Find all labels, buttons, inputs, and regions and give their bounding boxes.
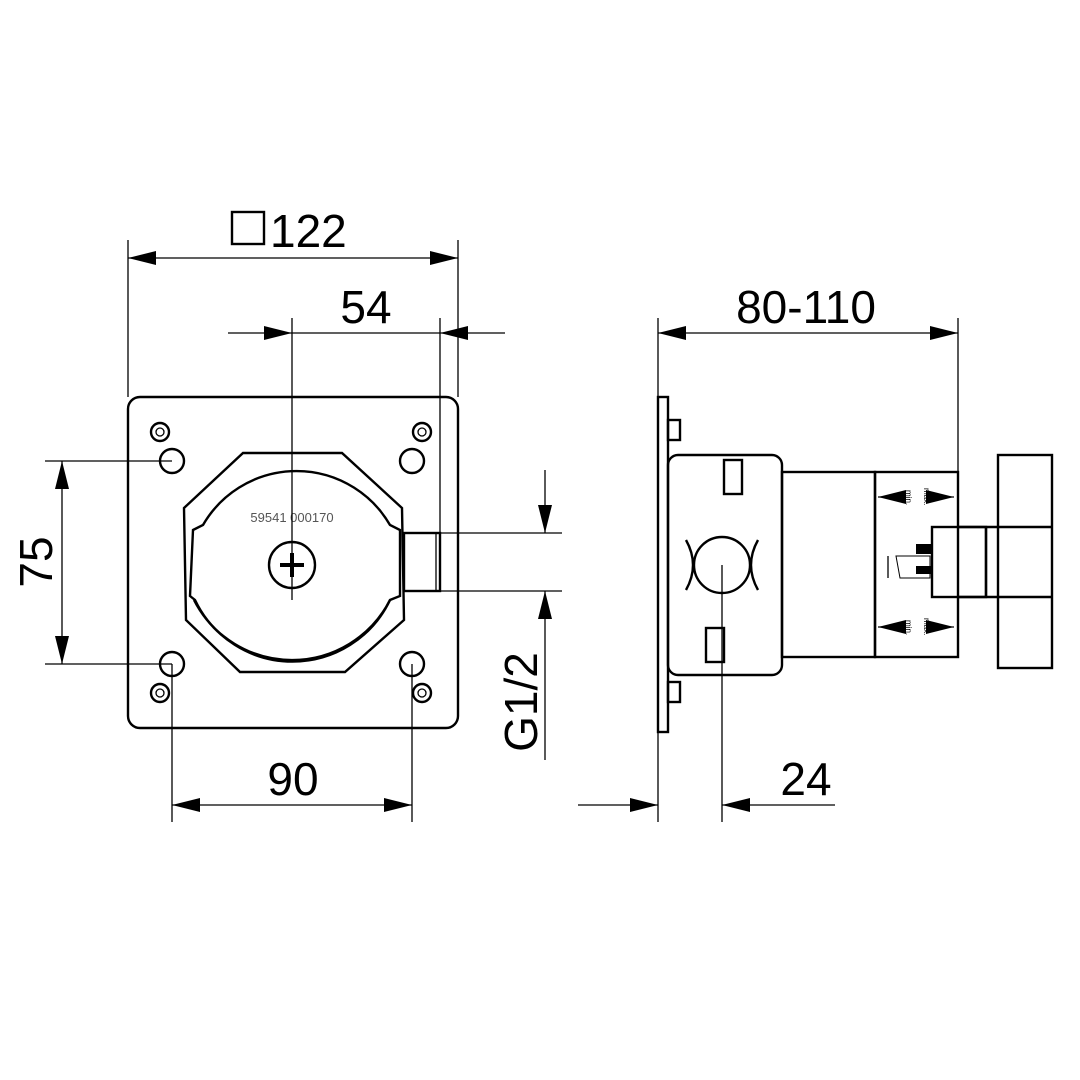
max-label: max. (922, 488, 931, 505)
front-view: 59541 000170 (126, 395, 460, 730)
max-label: max. (922, 618, 931, 635)
dim-90: 90 (171, 664, 413, 822)
valve-core (780, 470, 877, 659)
valve-body-outline (182, 451, 406, 674)
dim-54: 54 (228, 281, 505, 600)
flange (656, 395, 670, 734)
dim-label-54: 54 (340, 281, 391, 333)
dim-label-80-110: 80-110 (736, 281, 876, 333)
threaded-port (402, 531, 442, 593)
dim-label-g12: G1/2 (495, 652, 547, 752)
mounting-screws (149, 421, 433, 704)
dim-label-75: 75 (10, 536, 62, 587)
dim-75: 75 (10, 460, 172, 665)
depth-sleeve (873, 470, 960, 659)
dim-label-122: 122 (270, 205, 347, 257)
dim-label-24: 24 (780, 753, 831, 805)
dim-122: 122 (127, 205, 459, 397)
end-cap (996, 453, 1054, 670)
min-label: min. (904, 490, 913, 505)
dim-label-90: 90 (267, 753, 318, 805)
dim-24: 24 (578, 565, 835, 822)
depth-marks-top: min. max. (878, 488, 954, 505)
mounting-plate (126, 395, 460, 730)
dim-thread: G1/2 (440, 470, 562, 760)
dim-80-110: 80-110 (657, 281, 959, 822)
square-symbol-icon (230, 210, 266, 246)
min-label: min. (904, 620, 913, 635)
depth-marks-bottom: min. max. (878, 618, 954, 635)
side-view: min. max. min. max. (656, 395, 1054, 734)
